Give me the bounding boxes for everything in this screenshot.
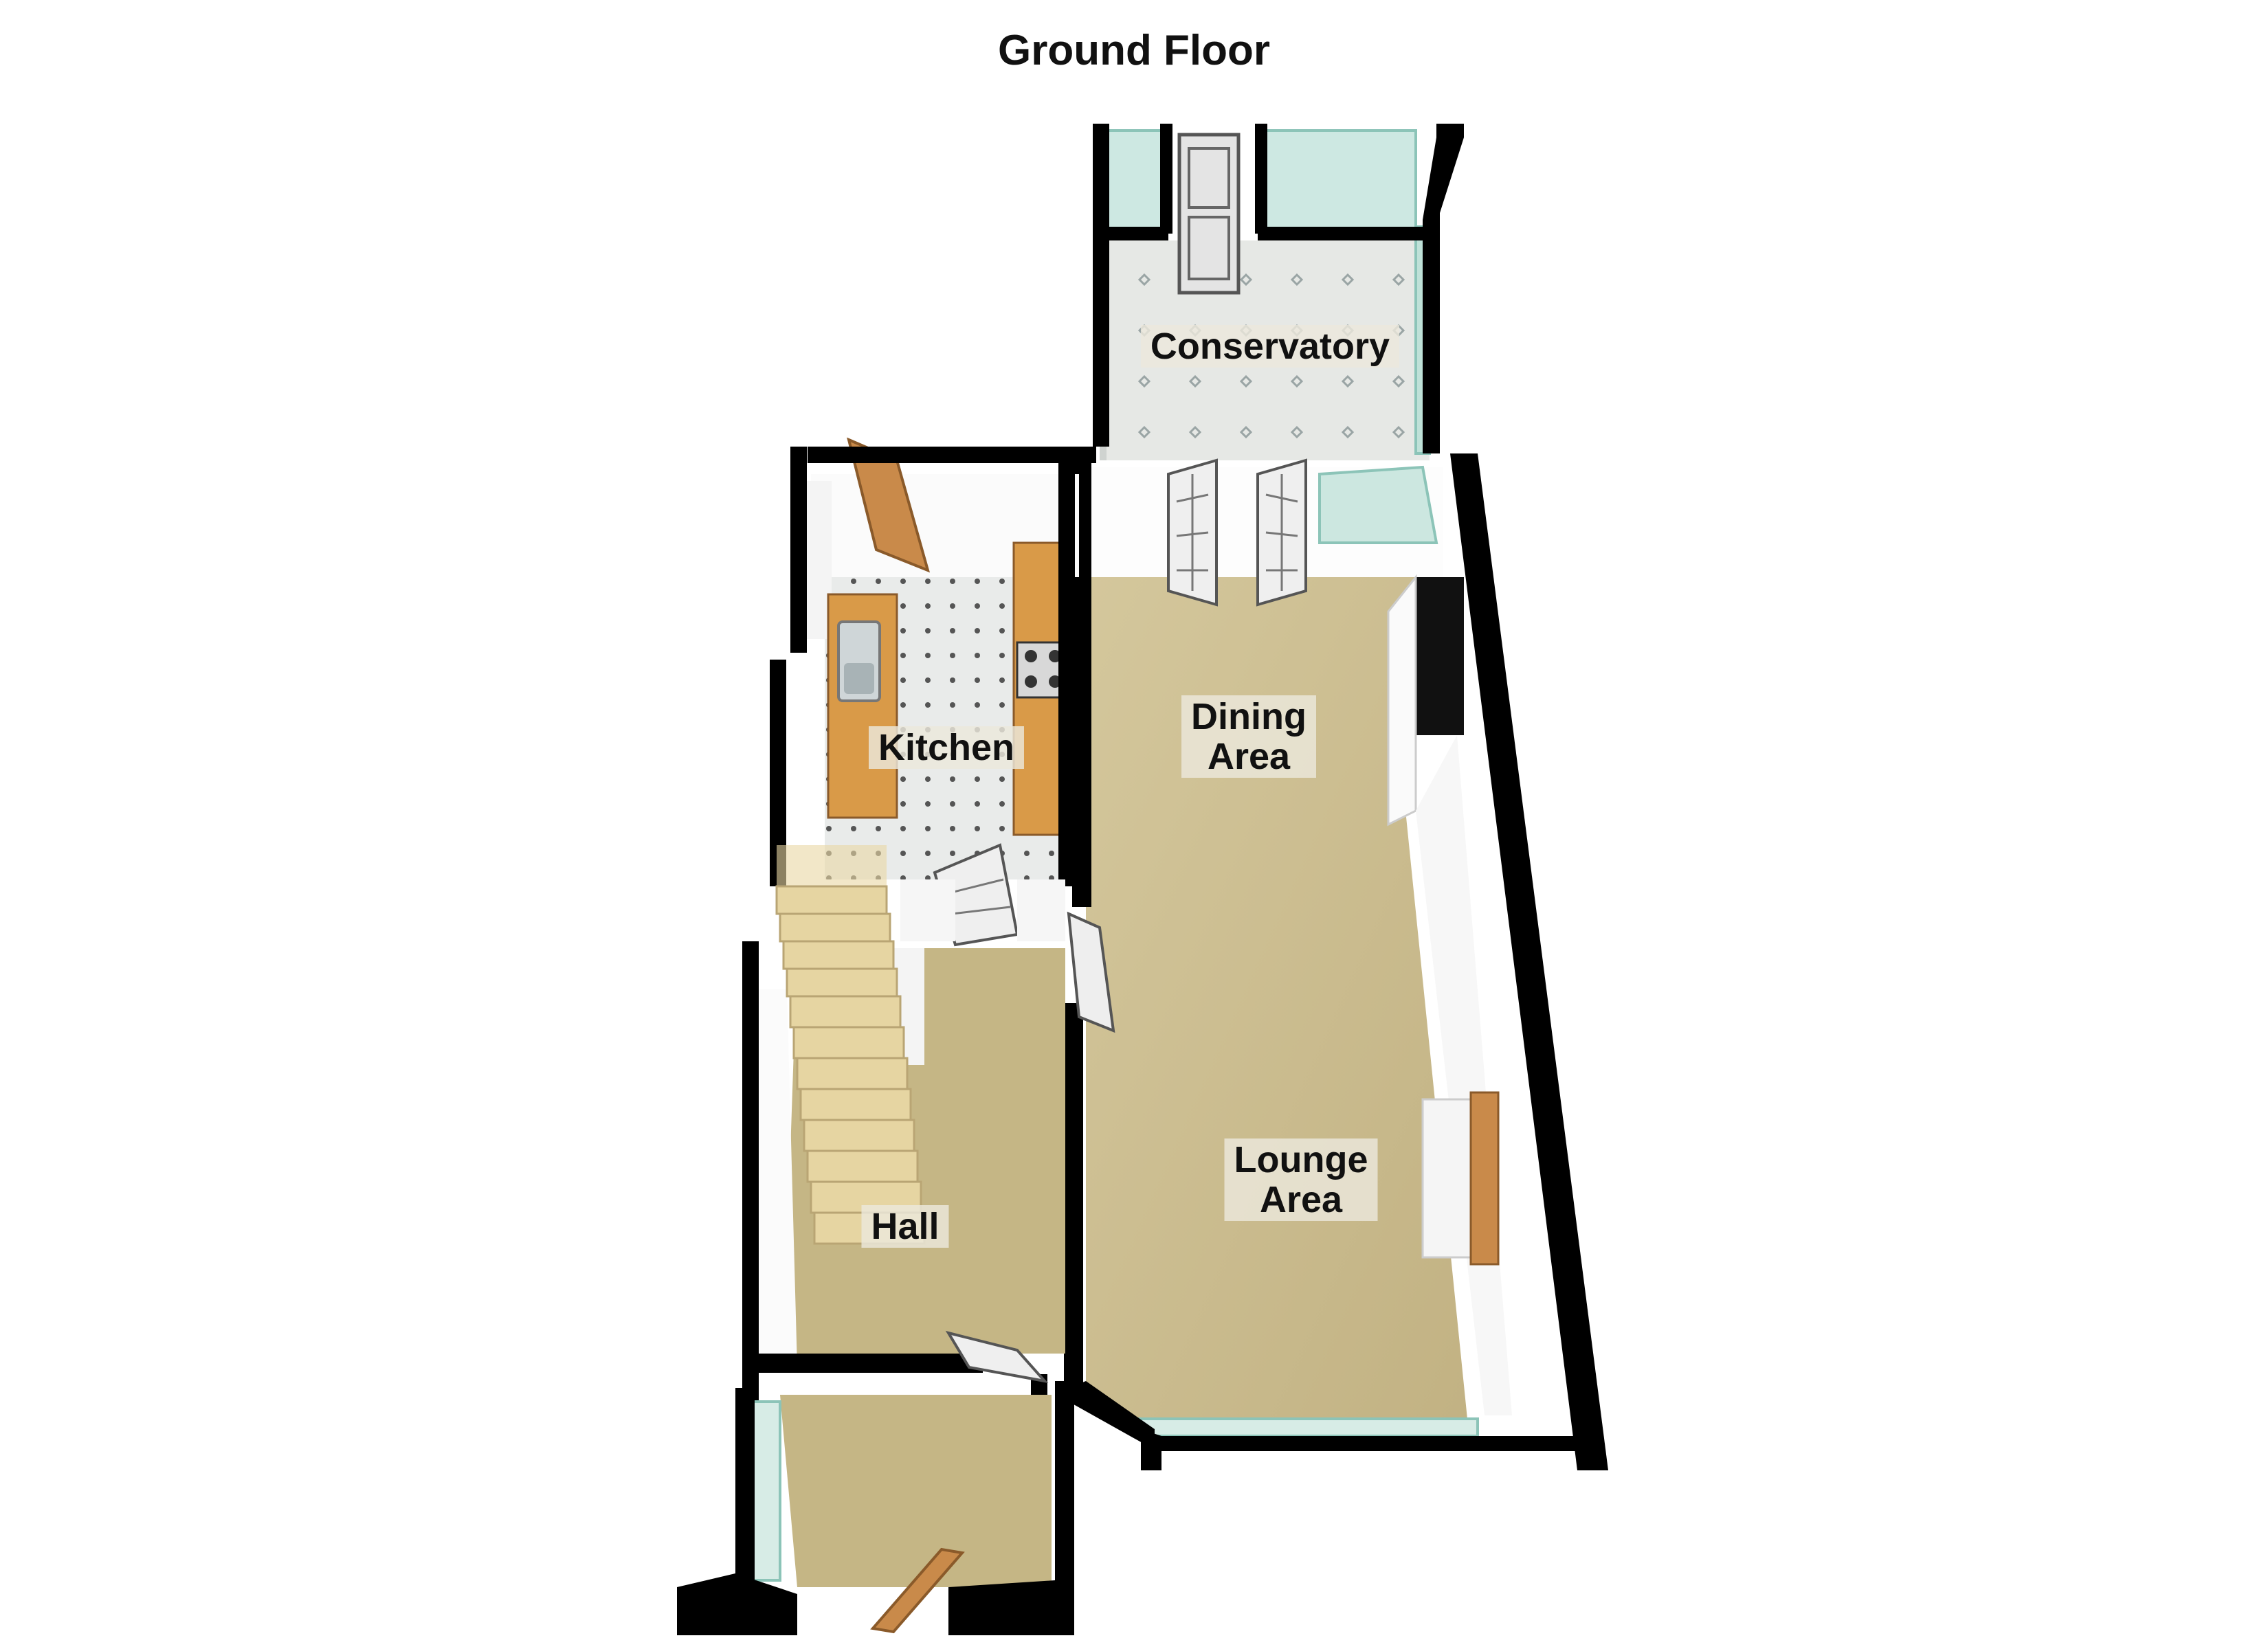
- room-label-dining-line-1: Dining: [1191, 696, 1307, 737]
- kitchen-worktop-left: [827, 593, 898, 819]
- staircase: [775, 845, 926, 1245]
- room-label-dining-area: Dining Area: [1181, 695, 1316, 778]
- conservatory-room: [1093, 124, 1464, 460]
- room-label-dining-line-2: Area: [1207, 736, 1291, 777]
- front-door: [870, 1547, 965, 1634]
- room-label-lounge-line-2: Area: [1259, 1179, 1343, 1220]
- lounge-dining-room: [1064, 453, 1608, 1470]
- room-label-hall: Hall: [861, 1205, 949, 1248]
- fireplace: [1421, 1091, 1500, 1266]
- page-title: Ground Floor: [997, 27, 1271, 74]
- conservatory-door: [1177, 133, 1241, 295]
- hall-room: [742, 845, 1065, 1422]
- porch-room: [677, 1381, 1074, 1635]
- french-doors: [1167, 458, 1307, 607]
- room-label-lounge-area: Lounge Area: [1224, 1138, 1378, 1221]
- room-label-lounge-line-1: Lounge: [1234, 1139, 1368, 1180]
- room-label-kitchen: Kitchen: [868, 726, 1025, 769]
- kitchen-room: [770, 437, 1096, 947]
- room-label-conservatory: Conservatory: [1140, 325, 1400, 368]
